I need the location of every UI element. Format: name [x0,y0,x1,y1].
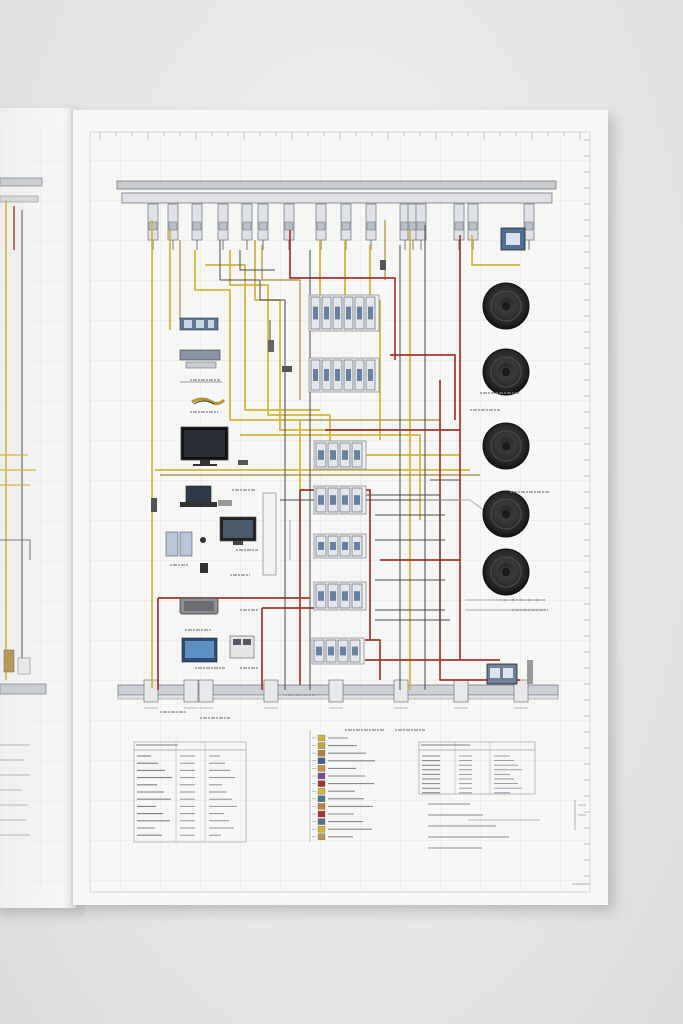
speaker-icon [482,422,530,470]
terminal-block [453,203,465,250]
color-swatch [317,757,326,764]
color-swatch [317,788,326,795]
secondary-breaker-bank [308,357,380,393]
terminal-block [241,203,253,250]
terminal-block [257,203,269,250]
terminal-block [167,203,179,250]
color-swatch [317,772,326,780]
rail-clamp [393,679,409,709]
rail-clamp [513,679,529,709]
control-unit-icon [179,317,219,331]
rail-clamp [183,679,199,709]
color-swatch [317,818,326,825]
terminal-block [340,203,352,250]
color-swatch [317,803,326,810]
color-swatch [317,734,326,742]
breaker-modules [308,294,380,665]
color-swatch [317,833,326,840]
legend-tables [133,730,590,885]
bottom-rail [117,679,559,709]
terminal-block [191,203,203,250]
terminal-block [415,203,427,250]
breaker-group-c [313,533,367,559]
terminal-block [283,203,295,250]
notes-block [428,803,540,849]
output-terminal-icon [486,663,518,685]
rail-clamp [453,679,469,709]
color-swatch [317,826,326,833]
tv-monitor-icon [180,426,229,466]
breaker-group-e [311,637,365,665]
terminal-block [147,203,159,250]
relay-unit-icon [179,349,221,369]
color-swatch [317,810,326,818]
breaker-group-a [313,440,367,470]
speaker-column [482,282,530,596]
color-swatch [317,795,326,802]
main-breaker-bank [308,294,380,332]
amplifier-icon [179,597,219,615]
junction-box-icon [500,227,526,251]
frame-ticks [99,132,590,877]
tablet-screen-icon [181,637,218,663]
parts-table-left [133,741,247,843]
left-page [0,108,76,908]
annotation-labels [160,379,550,731]
rail-clamp [198,679,214,709]
color-key-table [309,730,375,842]
color-swatch [317,750,326,757]
top-bus-bar [116,180,557,250]
rail-clamp [263,679,279,709]
rail-clamp [143,679,159,709]
color-swatch [317,765,326,772]
device-icons [151,227,533,685]
speaker-icon [482,490,530,538]
color-swatch [317,780,326,787]
parts-table-right [418,741,536,795]
cable-icon [191,397,226,406]
terminal-block [315,203,327,250]
top-terminals [147,203,535,250]
terminal-block [467,203,479,250]
speaker-icon [482,348,530,396]
terminal-block [365,203,377,250]
meter-box-icon [229,635,255,659]
switch-panel-icon [165,531,193,557]
display-icon [219,516,257,545]
terminal-block [217,203,229,250]
speaker-icon [482,548,530,596]
wiring-harness [151,220,545,690]
rail-clamp [328,679,344,709]
color-swatch [317,742,326,749]
breaker-group-d [313,581,367,611]
breaker-group-b [313,485,367,515]
speaker-icon [482,282,530,330]
laptop-icon [180,485,217,507]
terminal-block [523,203,535,250]
